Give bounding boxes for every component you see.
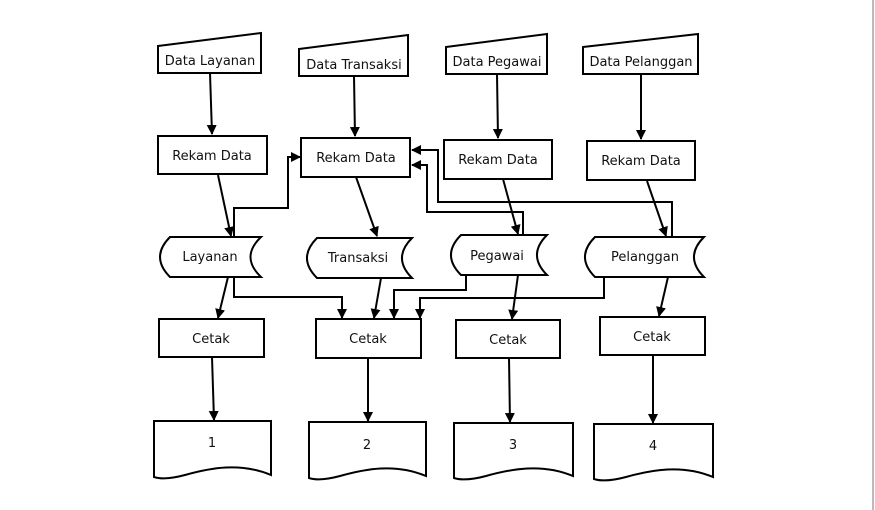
document-3: 3 bbox=[453, 422, 574, 481]
edge-cetak-to-document-1 bbox=[208, 356, 219, 421]
document-label: 1 bbox=[208, 436, 216, 451]
document-2: 2 bbox=[308, 421, 427, 481]
input-label: Data Pegawai bbox=[453, 55, 542, 70]
edge-storage-to-cetak-1 bbox=[215, 276, 229, 319]
input-data-transaksi: Data Transaksi bbox=[298, 33, 409, 77]
print-label: Cetak bbox=[192, 332, 230, 347]
storage-label: Pegawai bbox=[470, 249, 524, 264]
document-4: 4 bbox=[593, 423, 714, 482]
edge-input-to-process-3 bbox=[492, 73, 503, 139]
input-label: Data Pelanggan bbox=[589, 55, 692, 70]
print-cetak-4: Cetak bbox=[599, 316, 706, 356]
print-label: Cetak bbox=[489, 333, 527, 348]
process-rekam-data-transaksi: Rekam Data bbox=[300, 137, 411, 178]
storage-transaksi: Transaksi bbox=[306, 237, 415, 279]
input-data-layanan: Data Layanan bbox=[157, 31, 262, 74]
document-1: 1 bbox=[153, 420, 272, 480]
edge-process-to-storage-1 bbox=[217, 174, 235, 237]
storage-pelanggan: Pelanggan bbox=[584, 236, 707, 278]
edge-process-to-storage-4 bbox=[646, 180, 668, 237]
document-label: 2 bbox=[363, 438, 371, 453]
edge-cetak-to-document-3 bbox=[504, 357, 515, 423]
edge-input-to-process-1 bbox=[206, 72, 217, 135]
process-label: Rekam Data bbox=[458, 153, 538, 168]
print-cetak-2: Cetak bbox=[315, 318, 422, 359]
document-label: 4 bbox=[649, 439, 657, 454]
process-label: Rekam Data bbox=[601, 154, 681, 169]
edge-pelanggan-to-cetak-2 bbox=[415, 277, 605, 319]
edge-pelanggan-to-rekam-transaksi bbox=[411, 145, 673, 237]
storage-layanan: Layanan bbox=[159, 236, 264, 278]
edge-process-to-storage-2 bbox=[355, 176, 379, 237]
edge-pegawai-to-rekam-transaksi bbox=[411, 160, 524, 235]
edge-storage-to-cetak-2 bbox=[370, 277, 382, 319]
process-rekam-data-layanan: Rekam Data bbox=[157, 135, 268, 175]
document-label: 3 bbox=[509, 438, 517, 453]
edge-pegawai-to-cetak-2 bbox=[389, 275, 467, 319]
process-label: Rekam Data bbox=[316, 151, 396, 166]
input-data-pegawai: Data Pegawai bbox=[445, 32, 548, 75]
edge-layanan-to-cetak-2 bbox=[233, 277, 347, 319]
storage-label: Layanan bbox=[182, 250, 237, 265]
edge-layanan-to-rekam-transaksi bbox=[233, 152, 301, 237]
process-rekam-data-pegawai: Rekam Data bbox=[443, 139, 553, 180]
print-label: Cetak bbox=[633, 330, 671, 345]
edge-process-to-storage-3 bbox=[502, 178, 521, 235]
input-label: Data Layanan bbox=[165, 54, 256, 69]
edge-storage-to-cetak-4 bbox=[656, 276, 669, 317]
print-cetak-3: Cetak bbox=[455, 319, 561, 359]
process-label: Rekam Data bbox=[172, 149, 252, 164]
print-cetak-1: Cetak bbox=[158, 318, 265, 358]
process-rekam-data-pelanggan: Rekam Data bbox=[586, 140, 696, 181]
input-label: Data Transaksi bbox=[306, 58, 401, 73]
storage-pegawai: Pegawai bbox=[450, 234, 550, 276]
input-data-pelanggan: Data Pelanggan bbox=[582, 32, 699, 75]
edge-input-to-process-2 bbox=[349, 75, 360, 137]
print-label: Cetak bbox=[349, 332, 387, 347]
storage-label: Transaksi bbox=[327, 251, 388, 266]
storage-label: Pelanggan bbox=[611, 250, 679, 265]
